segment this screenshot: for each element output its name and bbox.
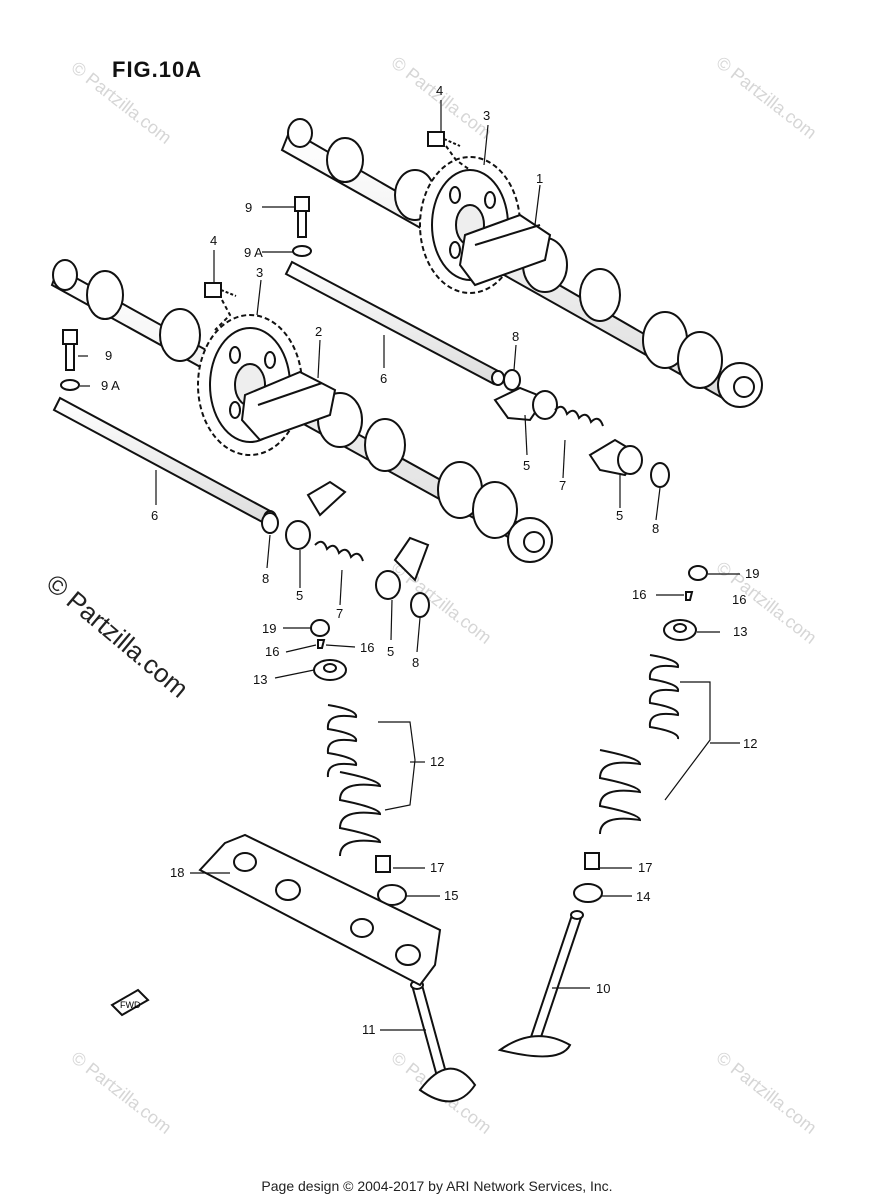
intake-valve [410,980,477,1103]
callout-17: 17 [430,860,444,875]
callout-12: 12 [743,736,757,751]
valve-train-left [310,619,407,906]
rocker-shaft-upper [284,260,505,386]
callout-4: 4 [436,83,443,98]
callout-8: 8 [512,329,519,344]
watermark: © Partzilla.com [713,1047,821,1137]
callout-8: 8 [262,571,269,586]
callout-16: 16 [632,587,646,602]
callout-6: 6 [380,371,387,386]
shaft-bolt-lower [60,329,80,391]
callout-13: 13 [253,672,267,687]
callout-5: 5 [296,588,303,603]
callout-16: 16 [732,592,746,607]
callout-5: 5 [387,644,394,659]
callout-9a: 9 A [244,245,263,260]
callout-19: 19 [745,566,759,581]
exhaust-valve [497,910,584,1058]
callout-15: 15 [444,888,458,903]
callout-9: 9 [245,200,252,215]
callout-7: 7 [336,606,343,621]
callout-3: 3 [256,265,263,280]
watermark: © Partzilla.com [68,57,176,147]
callout-5: 5 [523,458,530,473]
callout-10: 10 [596,981,610,996]
shaft-bolt-upper [292,196,312,257]
callout-9a: 9 A [101,378,120,393]
cam-holder-upper [458,213,552,287]
gasket [198,833,442,987]
watermark: © Partzilla.com [713,557,821,647]
valve-train-right [573,565,708,903]
rocker-arms-upper [493,369,670,488]
watermark: © Partzilla.com [68,1047,176,1137]
callout-19: 19 [262,621,276,636]
callout-16: 16 [360,640,374,655]
callout-8: 8 [652,521,659,536]
callout-4: 4 [210,233,217,248]
callout-12: 12 [430,754,444,769]
callout-14: 14 [636,889,650,904]
callout-2: 2 [315,324,322,339]
watermark: © Partzilla.com [388,557,496,647]
leader-lines [78,100,740,1031]
footer-credit: Page design © 2004-2017 by ARI Network S… [261,1178,613,1194]
callouts: 4 3 1 9 4 9 A 3 2 9 6 9 A 8 5 7 6 5 8 8 … [101,83,759,1037]
callout-6: 6 [151,508,158,523]
callout-16: 16 [265,644,279,659]
cam-holder-lower [240,370,337,442]
callout-3: 3 [483,108,490,123]
callout-5: 5 [616,508,623,523]
sprocket-bolt-upper [427,131,471,171]
figure-title: FIG.10A [112,57,203,82]
sprocket-bolt-lower [204,282,237,331]
forward-arrow-icon: FWD [110,988,150,1017]
callout-13: 13 [733,624,747,639]
callout-17: 17 [638,860,652,875]
rocker-arms-lower [261,480,430,618]
watermark: © Partzilla.com [713,52,821,142]
callout-7: 7 [559,478,566,493]
callout-1: 1 [536,171,543,186]
callout-11: 11 [362,1022,376,1037]
callout-8: 8 [412,655,419,670]
callout-18: 18 [170,865,184,880]
exploded-view: © Partzilla.com © Partzilla.com © Partzi… [50,52,821,1138]
fwd-label: FWD [120,1000,141,1010]
callout-9: 9 [105,348,112,363]
